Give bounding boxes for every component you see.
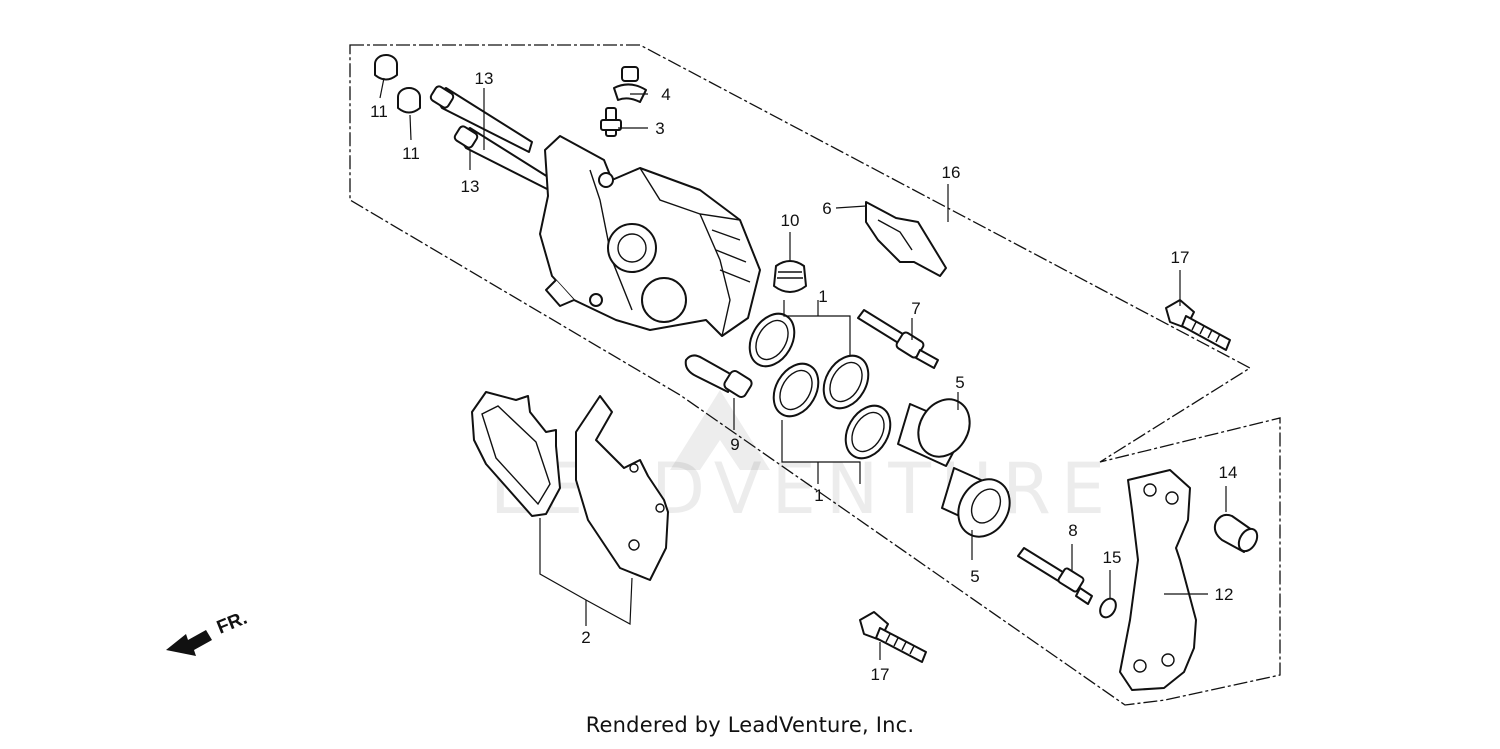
callout-1-b: 1	[814, 486, 823, 505]
pin-bolt-part-8[interactable]	[1017, 547, 1093, 605]
dust-seal-part-1-c[interactable]	[765, 356, 828, 424]
caliper-bracket-part-12[interactable]	[1119, 469, 1197, 691]
bleeder-cap-part-4[interactable]	[613, 66, 647, 103]
boot-part-14[interactable]	[1213, 513, 1261, 555]
pad-spring-part-6[interactable]	[865, 201, 947, 277]
front-label: FR.	[214, 608, 250, 639]
callout-6: 6	[822, 199, 831, 218]
callout-1-a: 1	[818, 287, 827, 306]
bleeder-screw-part-3[interactable]	[600, 107, 622, 137]
callout-11-a: 11	[370, 102, 388, 121]
brake-pad-part-2-a[interactable]	[471, 391, 561, 517]
callout-13-a: 13	[475, 69, 494, 88]
callout-13-b: 13	[461, 177, 480, 196]
piston-part-5-b[interactable]	[941, 467, 1020, 546]
callout-3: 3	[655, 119, 664, 138]
callout-17-b: 17	[871, 665, 890, 684]
callout-4: 4	[661, 85, 670, 104]
front-arrow-icon	[166, 630, 212, 656]
washer-part-15[interactable]	[1097, 596, 1119, 620]
watermark-logo	[670, 390, 770, 470]
dust-cap-part-10[interactable]	[773, 260, 807, 293]
dust-seal-part-1-d[interactable]	[837, 398, 900, 466]
pin-bolt-part-7[interactable]	[857, 309, 939, 369]
pin-plug-part-11-b[interactable]	[397, 87, 421, 114]
callout-14: 14	[1219, 463, 1238, 482]
leader-lines	[379, 77, 1227, 660]
slide-pin-part-13-a[interactable]	[429, 85, 533, 153]
callout-17-a: 17	[1171, 248, 1190, 267]
assembly-outline	[349, 44, 1281, 706]
piston-part-5-a[interactable]	[897, 390, 980, 467]
callouts: 11 11 13 13 4 3 16 6 10 1 1 7 17 17 5 5 …	[370, 69, 1237, 684]
pin-bolt-part-9[interactable]	[684, 354, 754, 398]
callout-9: 9	[730, 435, 739, 454]
bolt-part-17-a[interactable]	[1165, 299, 1231, 351]
callout-15: 15	[1103, 548, 1122, 567]
callout-5-a: 5	[955, 373, 964, 392]
callout-2: 2	[581, 628, 590, 647]
callout-8: 8	[1068, 521, 1077, 540]
pin-plug-part-11-a[interactable]	[374, 54, 398, 81]
bolt-part-17-b[interactable]	[859, 611, 927, 663]
callout-11-b: 11	[402, 144, 420, 163]
callout-16: 16	[942, 163, 961, 182]
slide-pin-part-13-b[interactable]	[453, 125, 557, 193]
callout-12: 12	[1215, 585, 1234, 604]
callout-5-b: 5	[970, 567, 979, 586]
caliper-body[interactable]	[539, 135, 761, 337]
callout-10: 10	[781, 211, 800, 230]
callout-7: 7	[911, 299, 920, 318]
piston-seal-part-1-b[interactable]	[815, 348, 878, 416]
footer-credit: Rendered by LeadVenture, Inc.	[585, 713, 915, 737]
brake-pad-part-2-b[interactable]	[575, 395, 669, 581]
